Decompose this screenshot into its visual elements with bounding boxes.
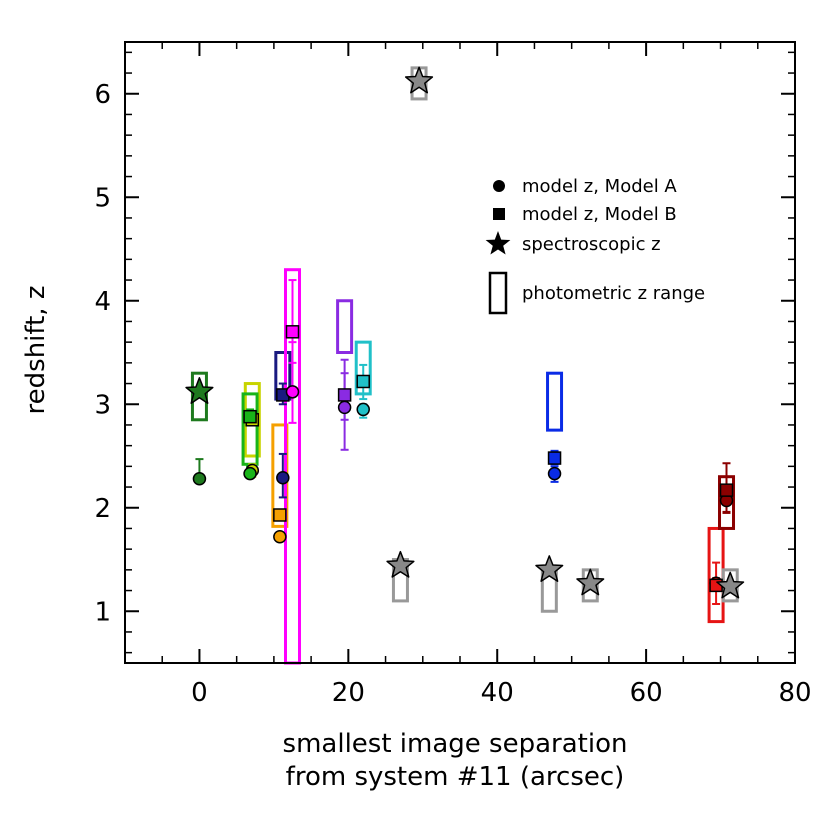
y-tick-label-0: 1 — [94, 597, 111, 627]
specz-star-12 — [386, 550, 415, 578]
legend-label-specz: spectroscopic z — [522, 234, 661, 255]
modelA-point-6 — [337, 400, 352, 415]
specz-star-15 — [716, 571, 745, 599]
modelA-point-4 — [276, 470, 290, 485]
legend-label-model-a: model z, Model A — [522, 176, 677, 197]
x-axis-title-line1: smallest image separation — [283, 729, 628, 759]
modelA-point-7 — [356, 402, 370, 417]
x-tick-label-2: 40 — [481, 678, 514, 708]
y-tick-label-5: 6 — [94, 80, 111, 110]
photz-range-6 — [336, 299, 354, 354]
photometric-ranges-layer — [190, 66, 739, 665]
y-tick-label-2: 3 — [94, 390, 111, 420]
y-axis-title: redshift, z — [21, 286, 51, 415]
legend-star-marker — [485, 231, 511, 255]
plot-frame — [124, 41, 796, 664]
axis-ticks — [124, 42, 796, 663]
modelA-point-8 — [547, 466, 562, 481]
modelA-point-0 — [192, 472, 207, 486]
x-tick-label-1: 20 — [332, 678, 365, 708]
y-tick-label-1: 2 — [94, 494, 111, 524]
legend: model z, Model A model z, Model B spectr… — [485, 176, 705, 315]
modelB-point-10 — [719, 483, 734, 497]
photz-range-8 — [546, 371, 564, 432]
specz-star-14 — [576, 568, 605, 596]
modelB-point-6 — [337, 388, 352, 402]
modelA-point-2 — [243, 466, 257, 481]
markers-layer — [185, 66, 745, 599]
modelB-point-3 — [273, 508, 287, 522]
y-tick-label-4: 5 — [94, 183, 111, 213]
modelA-point-5 — [285, 385, 300, 399]
modelB-point-5 — [285, 325, 300, 339]
x-axis-title-line2: from system #11 (arcsec) — [286, 762, 625, 792]
specz-star-11 — [404, 66, 434, 94]
error-bars-layer — [195, 279, 731, 606]
specz-star-0 — [185, 377, 214, 404]
modelB-point-7 — [356, 374, 370, 389]
legend-rect-marker — [488, 271, 508, 315]
legend-label-model-b: model z, Model B — [522, 204, 677, 225]
x-tick-label-0: 0 — [191, 678, 208, 708]
modelA-point-3 — [273, 529, 287, 544]
specz-star-13 — [535, 555, 564, 582]
x-tick-label-3: 60 — [630, 678, 663, 708]
legend-circle-marker — [493, 180, 505, 192]
tick-labels: 0 20 40 60 80 1 2 3 4 5 6 — [94, 80, 811, 708]
errorbar-modelB-5 — [288, 279, 297, 364]
modelB-point-2 — [243, 409, 257, 424]
modelB-point-8 — [547, 451, 562, 465]
legend-square-marker — [493, 208, 505, 220]
legend-label-photz: photometric z range — [522, 283, 705, 304]
x-tick-label-4: 80 — [778, 678, 811, 708]
y-tick-label-3: 4 — [94, 287, 111, 317]
axes-box — [124, 41, 796, 664]
